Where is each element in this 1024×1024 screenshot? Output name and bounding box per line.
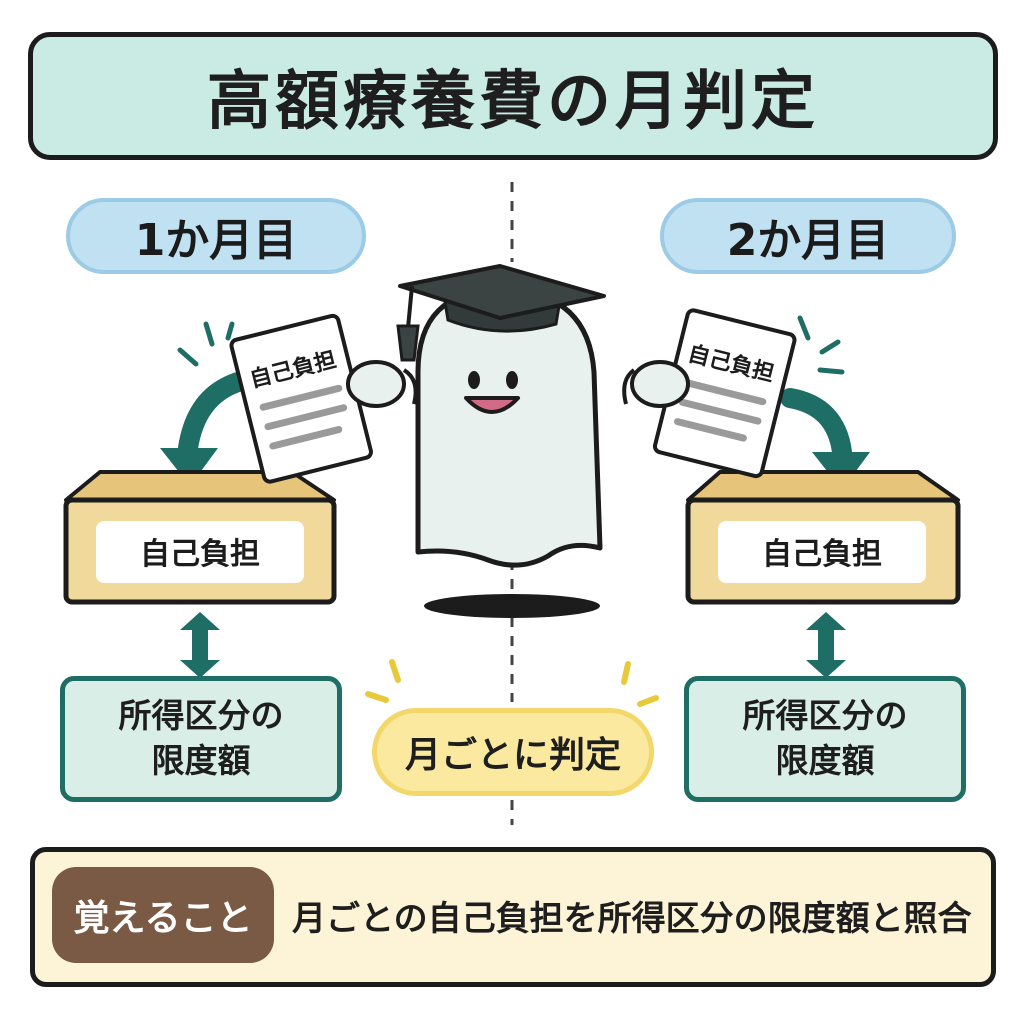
ghost-shadow bbox=[424, 594, 600, 618]
center-spark-icon bbox=[365, 659, 659, 707]
remember-tag: 覚えること bbox=[52, 867, 274, 963]
right-limit-line1: 所得区分の bbox=[742, 696, 908, 736]
key-point-text: 月ごとの自己負担を所得区分の限度額と照合 bbox=[292, 898, 972, 939]
left-box-label: 自己負担 bbox=[140, 537, 260, 572]
right-box-label: 自己負担 bbox=[762, 537, 882, 572]
left-spark-icon bbox=[177, 321, 235, 367]
left-limit-line2: 限度額 bbox=[151, 741, 251, 780]
right-compare-arrow-icon bbox=[806, 612, 846, 678]
ghost-mascot-icon bbox=[346, 264, 690, 618]
right-self-pay-box bbox=[685, 470, 961, 605]
right-limit-box: 所得区分の 限度額 bbox=[684, 676, 966, 802]
remember-tag-label: 覚えること bbox=[73, 898, 253, 939]
left-drop-arrow-icon bbox=[160, 372, 248, 486]
monthly-judgement-label: 月ごとに判定 bbox=[404, 735, 621, 776]
left-document-icon bbox=[229, 313, 373, 484]
left-compare-arrow-icon bbox=[180, 612, 220, 678]
right-spark-icon bbox=[797, 315, 845, 375]
left-limit-line1: 所得区分の bbox=[118, 696, 284, 736]
right-limit-line2: 限度額 bbox=[775, 741, 875, 780]
monthly-judgement-pill: 月ごとに判定 bbox=[372, 708, 654, 796]
month-2-label: 2か月目 bbox=[726, 215, 890, 266]
left-limit-box: 所得区分の 限度額 bbox=[60, 676, 342, 802]
month-1-pill: 1か月目 bbox=[66, 198, 366, 274]
left-self-pay-box bbox=[63, 470, 337, 605]
month-2-pill: 2か月目 bbox=[660, 198, 956, 274]
month-1-label: 1か月目 bbox=[134, 215, 298, 266]
title-banner: 高額療養費の月判定 bbox=[28, 32, 998, 160]
page-title: 高額療養費の月判定 bbox=[207, 65, 819, 139]
